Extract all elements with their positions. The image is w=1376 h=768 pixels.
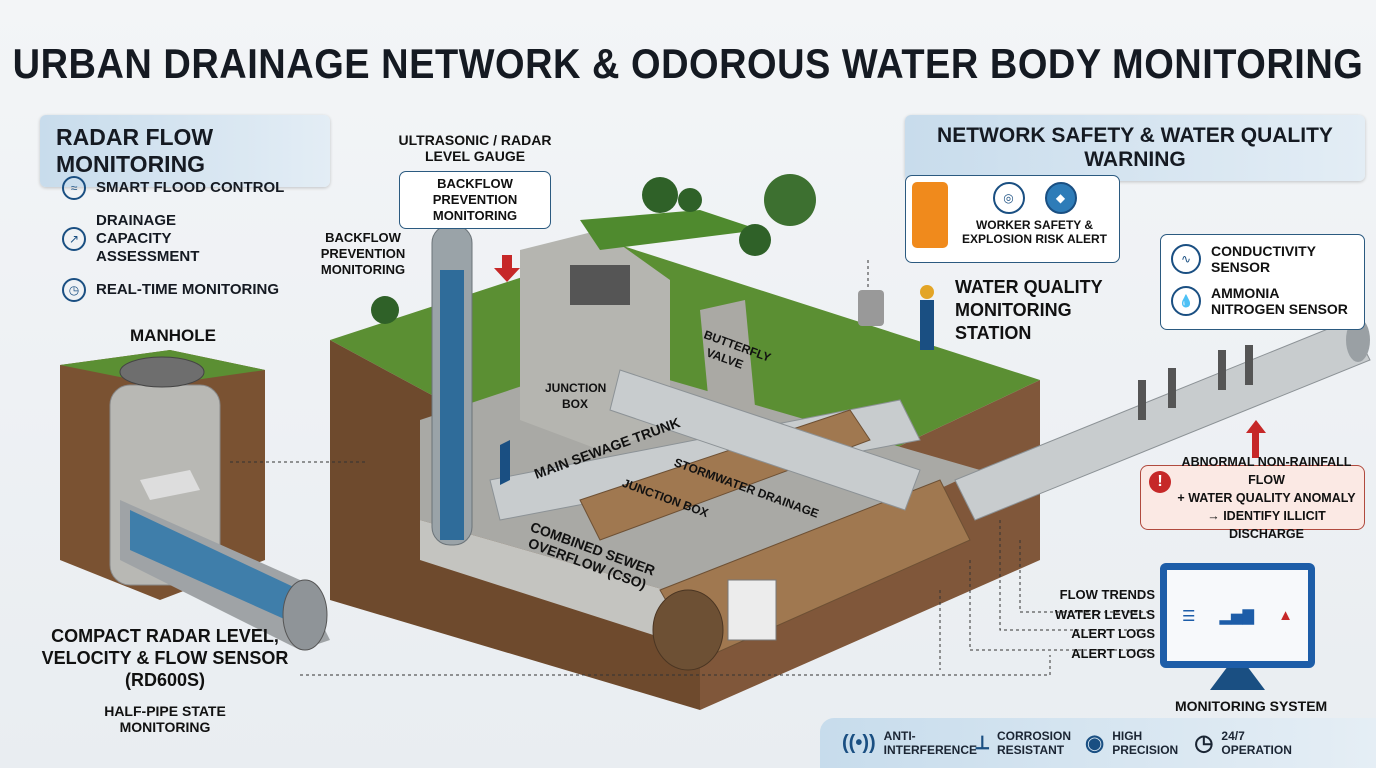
- sensor-pipe: [954, 318, 1371, 521]
- alert-line: ABNORMAL NON-RAINFALL FLOW: [1181, 454, 1352, 487]
- alert-line: + WATER QUALITY ANOMALY: [1177, 490, 1356, 505]
- monitor-icon: ☰ ▂▅▇ ▲: [1160, 563, 1315, 668]
- water-drop-icon: ≈: [62, 176, 86, 200]
- feature-item: ≈SMART FLOOD CONTROL: [62, 176, 284, 200]
- band-label: 24/7 OPERATION: [1221, 729, 1292, 757]
- corrosion-icon: ⟂: [975, 732, 989, 754]
- junction-box-label: JUNCTION BOX: [545, 381, 607, 411]
- band-label: CORROSION RESISTANT: [997, 729, 1072, 757]
- central-cutaway: [330, 174, 1040, 710]
- radar-sensor-label: COMPACT RADAR LEVEL, VELOCITY & FLOW SEN…: [41, 626, 289, 690]
- ammonia-label: AMMONIA NITROGEN SENSOR: [1211, 285, 1348, 317]
- data-link-alert-logs-2[interactable]: ALERT LOGS: [1071, 645, 1155, 661]
- data-links: FLOW TRENDS WATER LEVELS ALERT LOGS ALER…: [1030, 585, 1155, 663]
- worker-safety-callout: ◎ ◆ WORKER SAFETY & EXPLOSION RISK ALERT: [905, 175, 1120, 263]
- page-title: URBAN DRAINAGE NETWORK & ODOROUS WATER B…: [12, 41, 1364, 89]
- feature-item: ◷REAL-TIME MONITORING: [62, 278, 284, 302]
- warning-icon: ▲: [1278, 607, 1293, 624]
- stopwatch-icon: ◷: [62, 278, 86, 302]
- data-link-flow-trends[interactable]: FLOW TRENDS: [1059, 587, 1155, 602]
- band-label: ANTI-INTERFERENCE: [883, 729, 977, 757]
- manhole-illustration: [60, 350, 330, 651]
- waveform-icon: ∿: [1171, 244, 1201, 274]
- data-link-alert-logs[interactable]: ALERT LOGS: [1071, 626, 1155, 641]
- band-label: HIGH PRECISION: [1112, 729, 1179, 757]
- gas-sensor-icon: ◎: [992, 182, 1025, 214]
- manhole-label: MANHOLE: [130, 326, 216, 345]
- explosion-icon: ◆: [1044, 182, 1077, 214]
- illicit-discharge-alert: ! ABNORMAL NON-RAINFALL FLOW + WATER QUAL…: [1140, 455, 1365, 541]
- conductivity-label: CONDUCTIVITY SENSOR: [1211, 243, 1316, 275]
- radar-flow-heading: RADAR FLOW MONITORING: [40, 115, 330, 187]
- alert-line: → IDENTIFY ILLICIT DISCHARGE: [1207, 508, 1326, 541]
- gas-detector-icon: [912, 182, 948, 248]
- backflow-side-label: BACKFLOW PREVENTION MONITORING: [320, 230, 406, 277]
- antenna-icon: ((•)): [842, 732, 876, 754]
- list-icon: ☰: [1182, 607, 1196, 625]
- bar-chart-icon: ▂▅▇: [1219, 607, 1255, 625]
- clock-icon: ◷: [1194, 730, 1214, 755]
- alert-icon: !: [1149, 471, 1171, 493]
- feature-item: ↗DRAINAGE CAPACITY ASSESSMENT: [62, 212, 284, 266]
- monitor-stand: [1210, 668, 1265, 690]
- half-pipe-label: HALF-PIPE STATE MONITORING: [104, 703, 226, 735]
- worker-alert-label: WORKER SAFETY & EXPLOSION RISK ALERT: [962, 218, 1107, 246]
- monitoring-system-label: MONITORING SYSTEM: [1175, 698, 1328, 714]
- backflow-callout: BACKFLOW PREVENTION MONITORING: [399, 171, 551, 229]
- feature-band: ((•)) ANTI-INTERFERENCE ⟂ CORROSION RESIST…: [820, 718, 1376, 768]
- droplet-icon: 💧: [1171, 286, 1201, 316]
- data-link-water-levels[interactable]: WATER LEVELS: [1054, 606, 1155, 622]
- safety-heading: NETWORK SAFETY & WATER QUALITY WARNING: [905, 115, 1365, 181]
- gauge-icon: ↗: [62, 227, 86, 251]
- feature-list: ≈SMART FLOOD CONTROL ↗DRAINAGE CAPACITY …: [62, 176, 284, 302]
- level-gauge-label: ULTRASONIC / RADAR LEVEL GAUGE: [398, 132, 552, 164]
- sensor-callout: ∿ CONDUCTIVITY SENSOR 💧 AMMONIA NITROGEN S…: [1160, 234, 1365, 330]
- station-label: WATER QUALITY MONITORING STATION: [955, 277, 1103, 343]
- target-icon: ◉: [1085, 730, 1105, 755]
